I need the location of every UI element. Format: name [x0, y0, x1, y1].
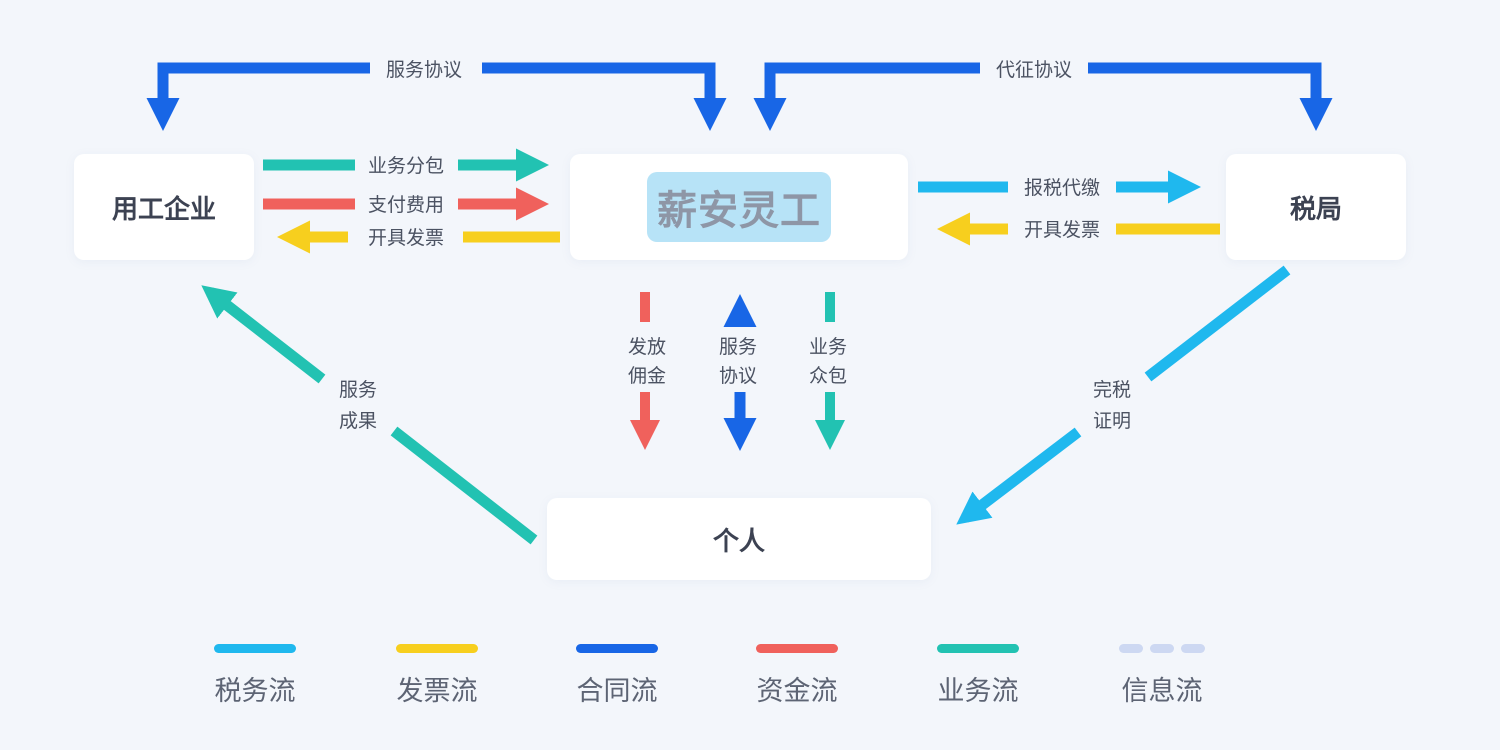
legend-swatch-invoice [396, 644, 478, 653]
legend-swatch-business [937, 644, 1019, 653]
legend-item-business: 业务流 [918, 640, 1038, 708]
legend-item-tax: 税务流 [195, 640, 315, 708]
legend-swatch-tax [214, 644, 296, 653]
individual-node: 个人 [547, 498, 931, 580]
platform-node: 薪安灵工 [570, 154, 908, 260]
legend-label-funds: 资金流 [756, 676, 838, 707]
issue-invoice-right-flow: 开具发票 [937, 212, 1220, 246]
collection-agreement-label: 代征协议 [996, 59, 1072, 81]
business-subcontract-label: 业务分包 [368, 155, 444, 177]
legend-swatch-contract [576, 644, 658, 653]
legend-item-invoice: 发票流 [377, 640, 497, 708]
tax-declare-flow: 报税代缴 [918, 170, 1201, 204]
service-agreement-top-flow: 服务协议 [146, 59, 727, 131]
pay-commission-label-2: 佣金 [628, 365, 666, 387]
legend-label-info: 信息流 [1121, 676, 1203, 707]
business-subcontract-flow: 业务分包 [263, 148, 549, 182]
pay-commission-label-1: 发放 [628, 336, 666, 358]
service-agreement-mid-flow: 服务 协议 [719, 294, 757, 451]
issue-invoice-right-label: 开具发票 [1024, 219, 1100, 241]
legend-label-business: 业务流 [937, 676, 1019, 707]
service-result-label-1: 服务 [339, 379, 377, 401]
service-result-label-2: 成果 [339, 410, 377, 432]
legend: 税务流 发票流 合同流 资金流 业务流 信息流 [0, 640, 1500, 720]
crowdsource-label-2: 众包 [809, 365, 847, 387]
pay-fees-flow: 支付费用 [263, 187, 549, 221]
tax-certificate-flow: 完税 证明 [956, 265, 1291, 525]
employer-node: 用工企业 [74, 154, 254, 260]
issue-invoice-left-label: 开具发票 [368, 227, 444, 249]
service-agreement-mid-label-1: 服务 [719, 336, 757, 358]
crowdsource-flow: 业务 众包 [809, 292, 847, 450]
legend-item-info: 信息流 [1102, 640, 1222, 708]
legend-label-contract: 合同流 [576, 676, 658, 707]
individual-label: 个人 [712, 526, 765, 557]
pay-commission-flow: 发放 佣金 [628, 292, 666, 450]
employer-label: 用工企业 [111, 194, 216, 225]
legend-item-contract: 合同流 [557, 640, 677, 708]
tax-declare-label: 报税代缴 [1024, 177, 1100, 199]
legend-label-invoice: 发票流 [396, 676, 478, 707]
crowdsource-label-1: 业务 [809, 336, 847, 358]
legend-label-tax: 税务流 [214, 676, 296, 707]
service-result-flow: 服务 成果 [201, 285, 538, 545]
issue-invoice-left-flow: 开具发票 [277, 220, 560, 254]
tax-bureau-label: 税局 [1289, 194, 1342, 225]
platform-logo: 薪安灵工 [647, 172, 831, 242]
service-agreement-mid-label-2: 协议 [719, 365, 757, 387]
legend-item-funds: 资金流 [737, 640, 857, 708]
tax-certificate-label-2: 证明 [1093, 410, 1131, 432]
legend-swatch-funds [756, 644, 838, 653]
legend-swatch-info [1119, 644, 1205, 653]
tax-certificate-label-1: 完税 [1093, 379, 1131, 401]
pay-fees-label: 支付费用 [368, 194, 444, 216]
service-agreement-top-label: 服务协议 [386, 59, 462, 81]
tax-bureau-node: 税局 [1226, 154, 1406, 260]
collection-agreement-flow: 代征协议 [753, 59, 1333, 131]
